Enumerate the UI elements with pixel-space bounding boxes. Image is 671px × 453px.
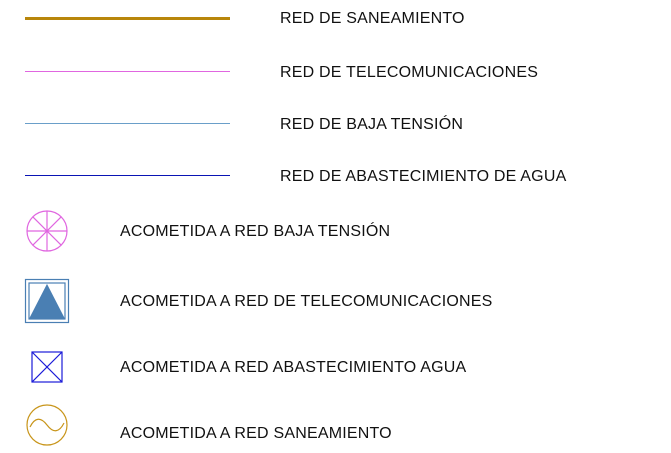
legend-row-acometida-saneamiento: ACOMETIDA A RED SANEAMIENTO: [0, 400, 671, 452]
acometida-saneamiento-label: ACOMETIDA A RED SANEAMIENTO: [120, 425, 392, 442]
circle-asterisk-icon: [26, 210, 68, 252]
legend-row-saneamiento: RED DE SANEAMIENTO: [0, 8, 671, 30]
circle-wave-icon: [26, 404, 68, 446]
framed-triangle-icon: [24, 278, 70, 324]
acometida-abastecimiento-label: ACOMETIDA A RED ABASTECIMIENTO AGUA: [120, 359, 467, 376]
baja-tension-line-swatch: [25, 123, 230, 124]
legend-row-abastecimiento: RED DE ABASTECIMIENTO DE AGUA: [0, 166, 671, 188]
legend-row-telecomunicaciones: RED DE TELECOMUNICACIONES: [0, 62, 671, 84]
legend-row-acometida-abastecimiento: ACOMETIDA A RED ABASTECIMIENTO AGUA: [0, 342, 671, 394]
saneamiento-line-swatch: [25, 17, 230, 20]
saneamiento-line-label: RED DE SANEAMIENTO: [280, 10, 465, 27]
telecomunicaciones-line-label: RED DE TELECOMUNICACIONES: [280, 64, 539, 81]
abastecimiento-line-swatch: [25, 175, 230, 176]
baja-tension-line-label: RED DE BAJA TENSIÓN: [280, 116, 464, 133]
legend-row-acometida-baja-tension: ACOMETIDA A RED BAJA TENSIÓN: [0, 206, 671, 258]
legend-row-baja-tension: RED DE BAJA TENSIÓN: [0, 114, 671, 136]
acometida-telecomunicaciones-label: ACOMETIDA A RED DE TELECOMUNICACIONES: [120, 293, 493, 310]
crossed-box-icon: [31, 351, 63, 383]
telecomunicaciones-line-swatch: [25, 71, 230, 72]
acometida-baja-tension-label: ACOMETIDA A RED BAJA TENSIÓN: [120, 223, 391, 240]
abastecimiento-line-label: RED DE ABASTECIMIENTO DE AGUA: [280, 168, 567, 185]
legend-row-acometida-telecomunicaciones: ACOMETIDA A RED DE TELECOMUNICACIONES: [0, 276, 671, 328]
